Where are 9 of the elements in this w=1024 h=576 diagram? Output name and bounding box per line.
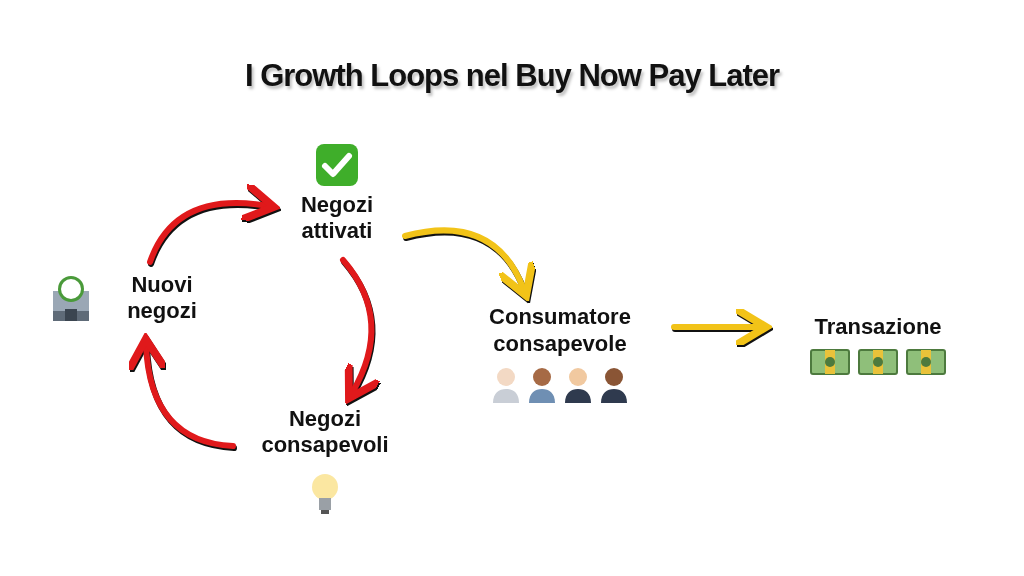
node-label: Nuovi negozi	[126, 271, 198, 325]
arrow	[147, 181, 278, 265]
node-label: Negozi consapevoli	[260, 405, 390, 459]
arrow	[402, 227, 535, 300]
node-label: Transazione	[813, 313, 943, 341]
node-label: Consumatore consapevole	[488, 304, 632, 357]
arrow	[126, 335, 236, 449]
node-label: Negozi attivati	[299, 191, 375, 245]
title: I Growth Loops nel Buy Now Pay Later	[243, 58, 781, 94]
